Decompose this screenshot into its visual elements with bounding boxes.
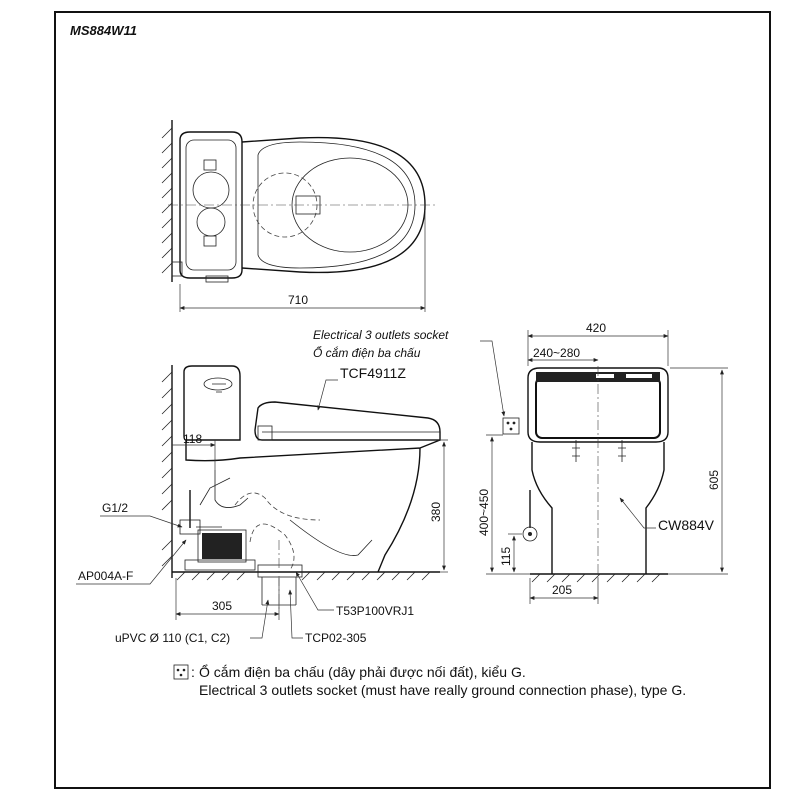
dim-supply-height: 115 (499, 547, 513, 566)
note-line-vi: Ổ cắm điện ba chấu (dây phải được nối đấ… (199, 663, 526, 680)
tank-top-outline (179, 131, 243, 279)
dim-total-height: 605 (707, 470, 721, 490)
bowl-side-outline (185, 439, 441, 573)
floor-hatch-front (531, 573, 661, 583)
wall-hatch-top (161, 127, 173, 274)
dim-base-width: 205 (552, 583, 572, 597)
top-view: 710 (161, 120, 435, 312)
side-view: 118 380 305 G1/2 AP004A-F T53P100VRJ1 uP… (76, 328, 506, 645)
label-bowl-model: CW884V (658, 517, 715, 533)
seat-front-outline (527, 367, 669, 443)
dim-seat-hole-range: 240~280 (533, 346, 580, 360)
dim-overall-length: 710 (288, 293, 308, 307)
tank-side-outline (183, 365, 241, 441)
socket-symbol (502, 417, 520, 435)
dim-supply-offset: 118 (183, 432, 202, 446)
wall-hatch-side (161, 371, 173, 567)
dim-bowl-height: 380 (429, 502, 443, 522)
dim-rough-in: 305 (212, 599, 232, 613)
label-socket-vi: Ổ cắm điện ba chấu (313, 345, 421, 360)
label-flange-model: T53P100VRJ1 (336, 604, 414, 618)
floor-hatch-side (176, 571, 431, 581)
drain-flange (257, 564, 303, 578)
label-thread: G1/2 (102, 501, 128, 515)
label-seat-model: TCF4911Z (340, 365, 406, 381)
socket-icon (173, 664, 189, 680)
legend-note: : Ổ cắm điện ba chấu (dây phải được nối … (173, 663, 686, 698)
drawing-frame (54, 11, 771, 789)
label-socket-en: Electrical 3 outlets socket (313, 328, 449, 342)
label-valve-model: AP004A-F (78, 569, 133, 583)
note-prefix: : (191, 664, 195, 680)
label-pipe-spec: uPVC Ø 110 (C1, C2) (115, 631, 230, 645)
dim-seat-width: 420 (586, 321, 606, 335)
dim-inlet-height-range: 400~450 (477, 489, 491, 536)
front-view: 420 240~280 605 400~450 115 205 CW884V (477, 321, 728, 604)
label-adapter-model: TCP02-305 (305, 631, 367, 645)
washlet-seat (254, 401, 441, 441)
note-line-en: Electrical 3 outlets socket (must have r… (199, 682, 686, 698)
bowl-front-outline (531, 442, 665, 574)
model-code: MS884W11 (70, 23, 137, 38)
angle-valve (202, 533, 242, 559)
